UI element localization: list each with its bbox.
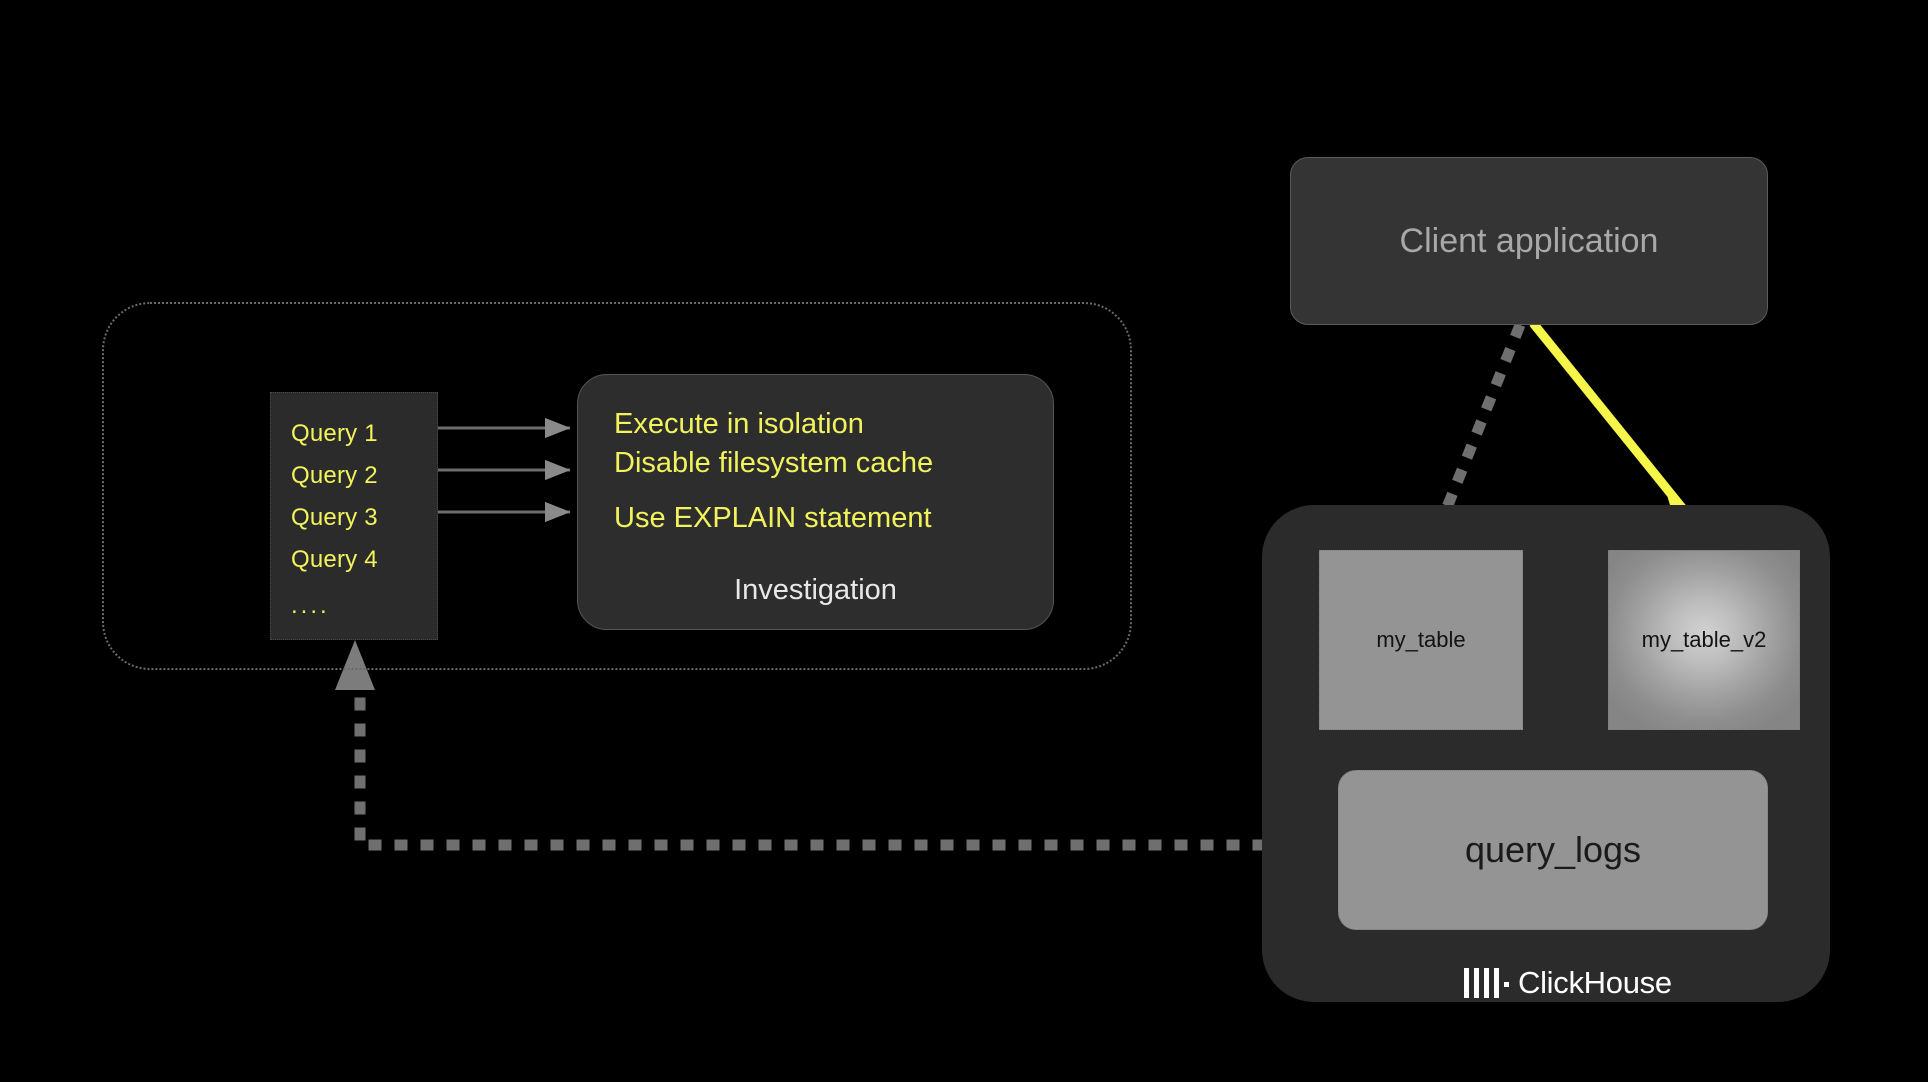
investigation-panel[interactable]: Execute in isolation Disable filesystem … (577, 374, 1054, 630)
logo-bar-2 (1474, 968, 1479, 998)
investigation-step-3: Use EXPLAIN statement (614, 502, 932, 534)
investigation-spacer (614, 483, 1053, 499)
arrow-client-to-my-table-v2 (1529, 320, 1703, 535)
dotted-path-feedback (354, 674, 1344, 851)
list-item-query-2[interactable]: Query 2 (291, 462, 378, 489)
table-label-my-table: my_table (1376, 627, 1466, 652)
list-item-query-1[interactable]: Query 1 (291, 420, 378, 447)
arrow-query-logs-to-query-list (335, 640, 1344, 851)
clickhouse-logo: ClickHouse (1464, 962, 1764, 1004)
investigation-title: Investigation (734, 574, 897, 606)
investigation-step-1: Execute in isolation (614, 408, 864, 440)
query-list-box[interactable]: Query 1 Query 2 Query 3 Query 4 .... (270, 392, 438, 640)
query-logs-label: query_logs (1464, 829, 1642, 870)
table-box-my-table[interactable]: my_table (1319, 550, 1523, 730)
logo-bar-4 (1494, 968, 1499, 998)
clickhouse-logo-mark-icon (1464, 968, 1509, 998)
client-application-label: Client application (1399, 221, 1659, 260)
client-application-box[interactable]: Client application (1290, 157, 1768, 325)
dotted-path-client-my-table (1432, 322, 1526, 533)
table-label-my-table-v2: my_table_v2 (1641, 627, 1767, 652)
investigation-scope-boundary (102, 302, 1132, 670)
clickhouse-logo-text: ClickHouse (1518, 965, 1672, 1000)
yellow-shaft (1529, 320, 1696, 523)
table-box-my-table-v2[interactable]: my_table_v2 (1608, 550, 1800, 730)
list-item-ellipsis: .... (291, 592, 330, 619)
query-logs-box[interactable]: query_logs (1338, 770, 1768, 930)
logo-bar-3 (1484, 968, 1489, 998)
list-item-query-4[interactable]: Query 4 (291, 546, 378, 573)
investigation-step-2: Disable filesystem cache (614, 447, 934, 479)
list-item-query-3[interactable]: Query 3 (291, 504, 378, 531)
logo-dot (1504, 982, 1509, 987)
logo-bar-1 (1464, 968, 1469, 998)
